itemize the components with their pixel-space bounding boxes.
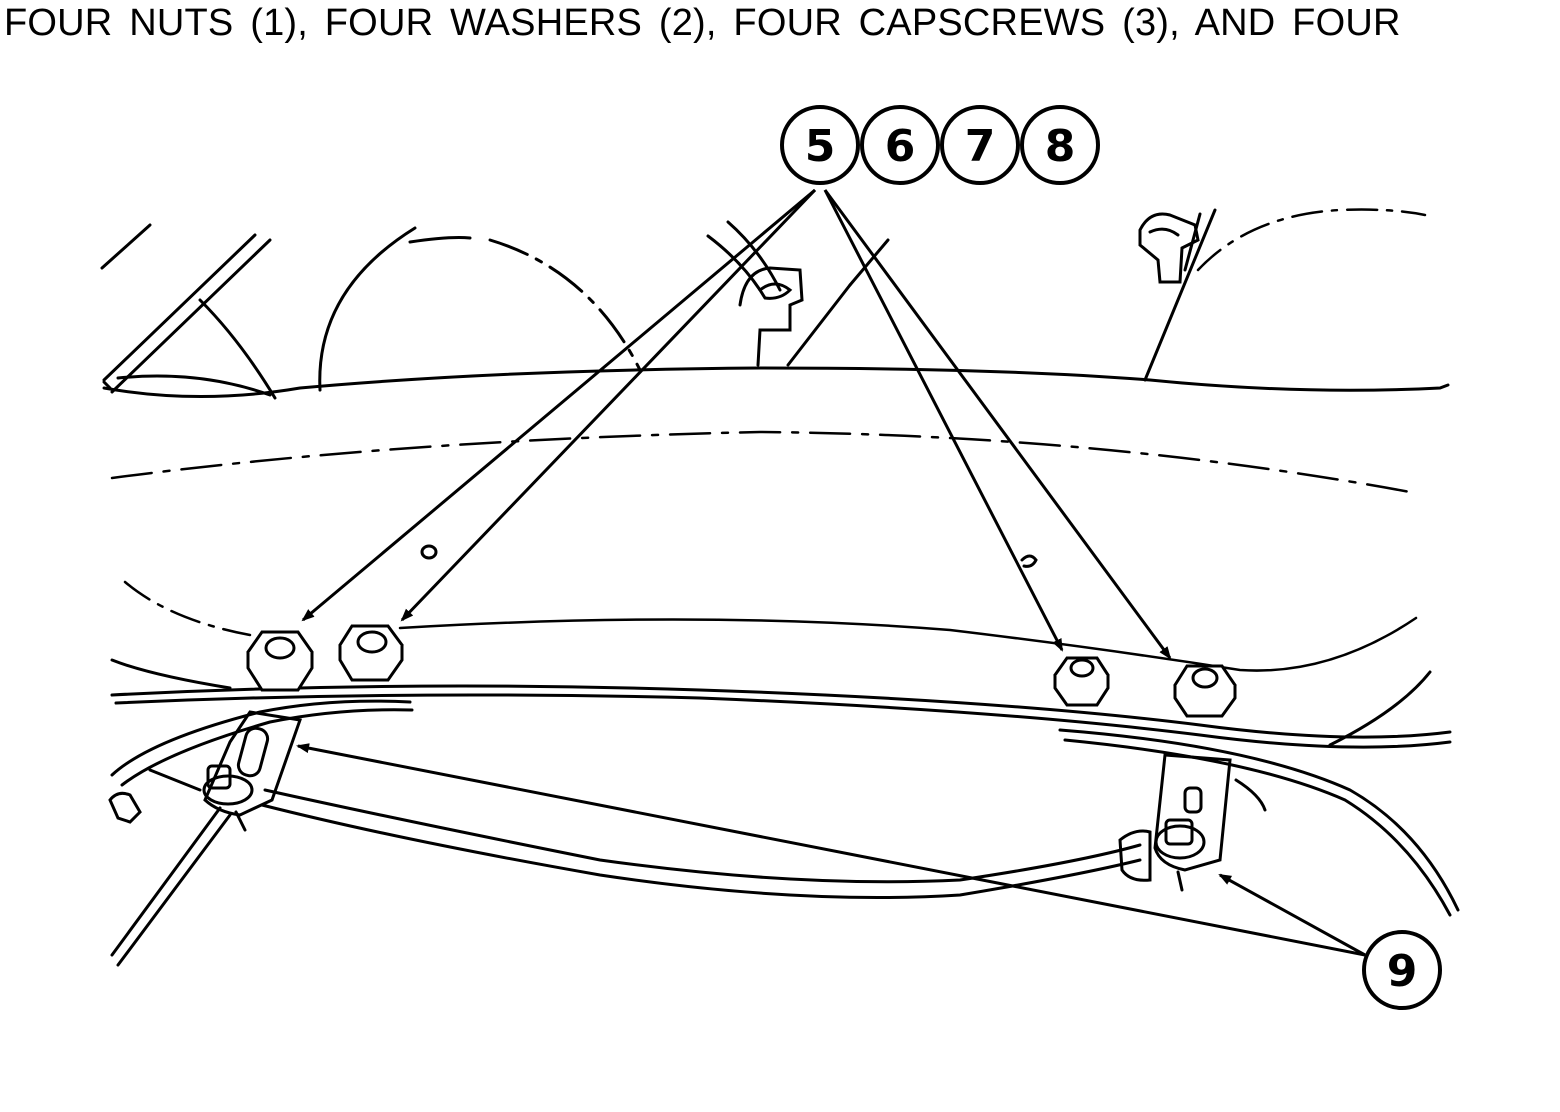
callout-6: 6 [860,105,940,185]
lower-arm-assembly [108,699,1460,967]
nut-2 [338,624,404,682]
instruction-caption: FOUR NUTS (1), FOUR WASHERS (2), FOUR CA… [4,2,1401,44]
svg-text:9: 9 [1387,946,1418,997]
svg-text:6: 6 [885,121,916,172]
svg-text:8: 8 [1045,121,1076,172]
callout-9: 9 [1362,930,1442,1010]
callout-5: 5 [780,105,860,185]
callout-8: 8 [1020,105,1100,185]
body-outline [100,208,1452,749]
nut-4 [1173,664,1237,718]
leader-lines-9 [296,743,1366,957]
nut-3 [1053,656,1110,707]
svg-text:7: 7 [965,121,996,172]
svg-text:5: 5 [805,121,836,172]
callout-7: 7 [940,105,1020,185]
nut-1 [246,630,314,692]
leader-lines-5-8 [301,188,1172,660]
